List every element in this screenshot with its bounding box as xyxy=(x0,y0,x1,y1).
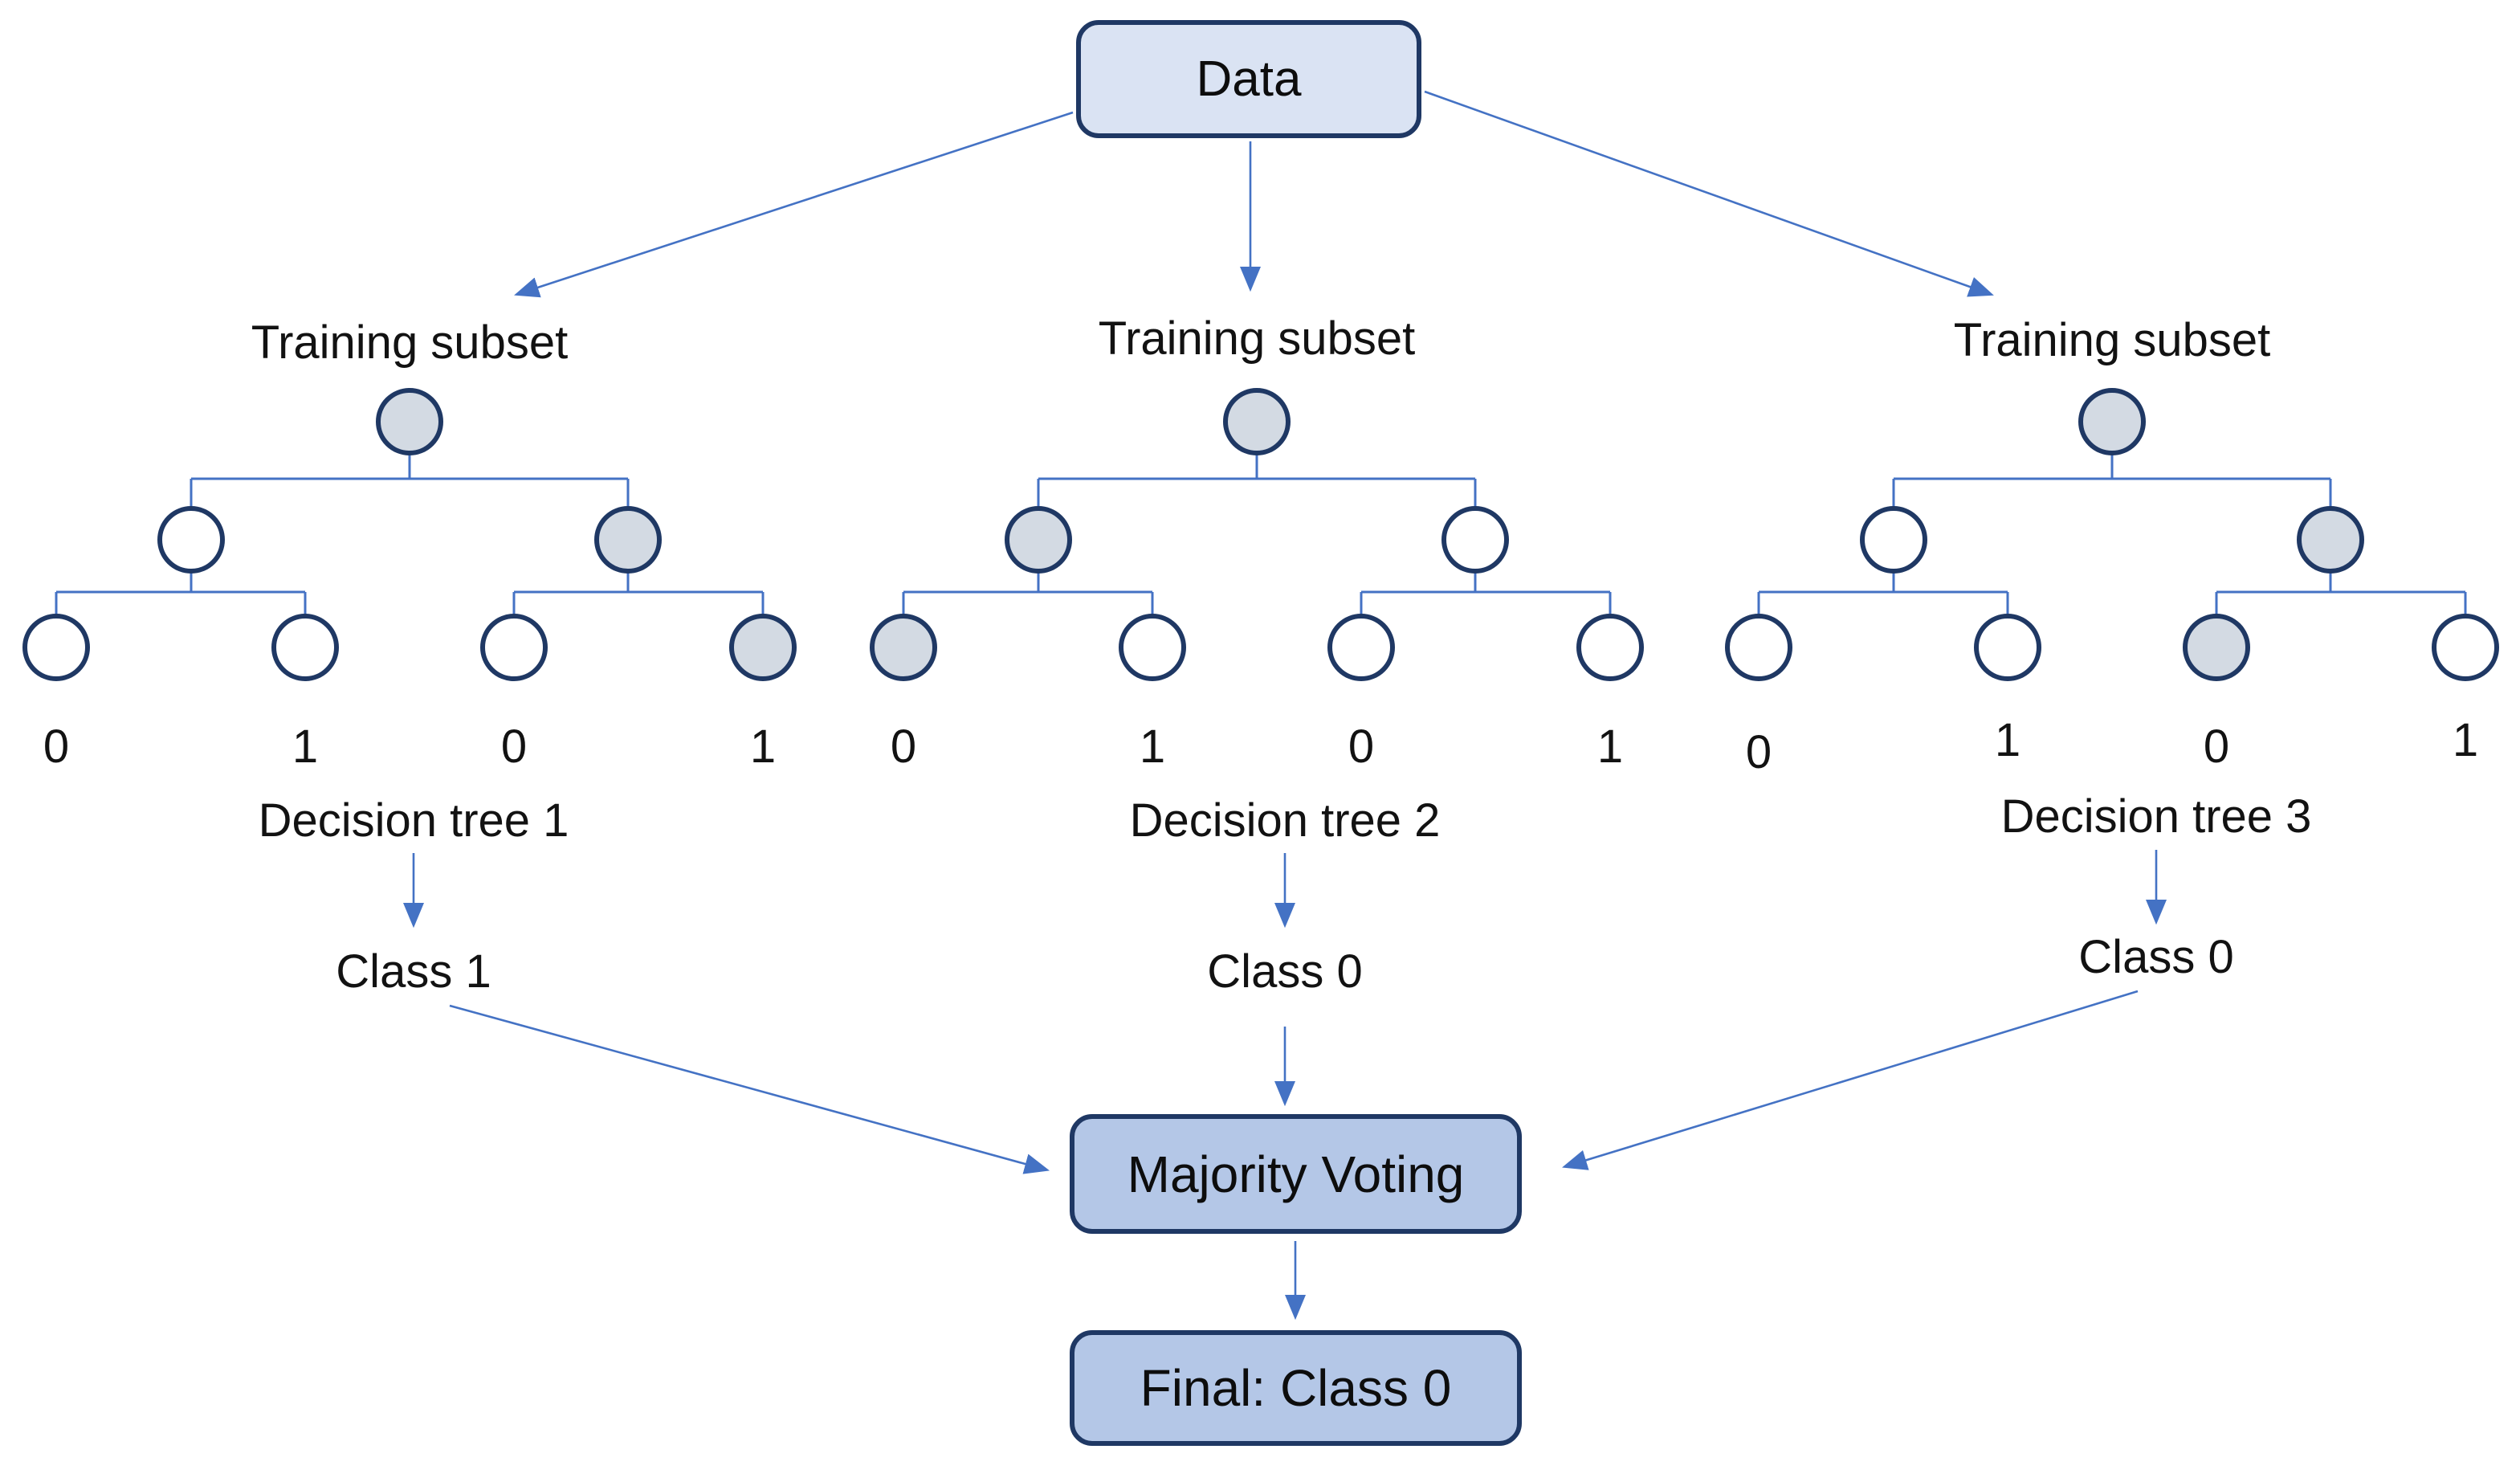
tree-3-label: Decision tree 3 xyxy=(2000,790,2312,843)
tree-3-subset-label: Training subset xyxy=(1953,314,2271,366)
majority-voting-label: Majority Voting xyxy=(1127,1145,1465,1203)
tree-3-left-node xyxy=(1860,506,1927,574)
tree-2-leaf-node-4 xyxy=(1576,614,1644,681)
majority-voting-box: Majority Voting xyxy=(1070,1114,1522,1234)
tree-2-leaf-label-2: 1 xyxy=(1139,721,1166,773)
tree-1-leaf-node-2 xyxy=(271,614,339,681)
tree-3-class-label: Class 0 xyxy=(2078,931,2234,983)
tree-1-leaf-node-4 xyxy=(729,614,797,681)
final-class-box: Final: Class 0 xyxy=(1070,1330,1522,1446)
tree-1-connectors xyxy=(55,454,765,615)
arrow-class-3-to-majority xyxy=(1562,990,2139,1170)
tree-2-right-node xyxy=(1441,506,1509,574)
tree-2-root-node xyxy=(1223,388,1291,455)
tree-2-leaf-label-3: 0 xyxy=(1348,721,1375,773)
tree-1-leaf-label-1: 0 xyxy=(43,721,70,773)
tree-1-leaf-label-3: 0 xyxy=(500,721,528,773)
tree-3-right-node xyxy=(2297,506,2364,574)
tree-3-leaf-node-4 xyxy=(2432,614,2499,681)
tree-2-leaf-label-4: 1 xyxy=(1596,721,1624,773)
arrow-data-to-tree-3 xyxy=(1424,90,1994,297)
tree-1-label: Decision tree 1 xyxy=(258,794,569,847)
tree-2-leaf-label-1: 0 xyxy=(890,721,917,773)
arrow-data-to-tree-1 xyxy=(514,111,1074,298)
tree-2-class-label: Class 0 xyxy=(1207,945,1363,998)
tree-2-connectors xyxy=(902,454,1612,615)
tree-3-root-node xyxy=(2078,388,2146,455)
tree-3-leaf-node-2 xyxy=(1974,614,2041,681)
arrow-class-1-to-majority xyxy=(449,1004,1050,1174)
tree-2-leaf-node-1 xyxy=(870,614,937,681)
tree-2-label: Decision tree 2 xyxy=(1129,794,1441,847)
tree-2-left-node xyxy=(1005,506,1072,574)
tree-1-left-node xyxy=(157,506,225,574)
tree-3-leaf-label-2: 1 xyxy=(1994,714,2021,766)
tree-3-leaf-label-3: 0 xyxy=(2203,721,2230,773)
tree-3-leaf-label-1: 0 xyxy=(1745,726,1772,778)
tree-1-leaf-node-1 xyxy=(22,614,90,681)
tree-1-class-label: Class 1 xyxy=(336,945,491,998)
tree-1-subset-label: Training subset xyxy=(251,316,569,369)
final-class-label: Final: Class 0 xyxy=(1140,1359,1452,1417)
tree-1-root-node xyxy=(376,388,443,455)
tree-1-leaf-label-2: 1 xyxy=(292,721,319,773)
tree-2-subset-label: Training subset xyxy=(1098,312,1416,365)
tree-1-leaf-label-4: 1 xyxy=(749,721,777,773)
tree-3-leaf-node-3 xyxy=(2183,614,2250,681)
tree-1-right-node xyxy=(594,506,662,574)
tree-2-leaf-node-3 xyxy=(1327,614,1395,681)
tree-2-leaf-node-2 xyxy=(1119,614,1186,681)
tree-1-leaf-node-3 xyxy=(480,614,548,681)
tree-3-leaf-node-1 xyxy=(1725,614,1792,681)
tree-3-connectors xyxy=(1757,454,2467,615)
data-box-label: Data xyxy=(1196,51,1302,107)
tree-3-leaf-label-4: 1 xyxy=(2452,714,2479,766)
data-box: Data xyxy=(1076,20,1421,138)
